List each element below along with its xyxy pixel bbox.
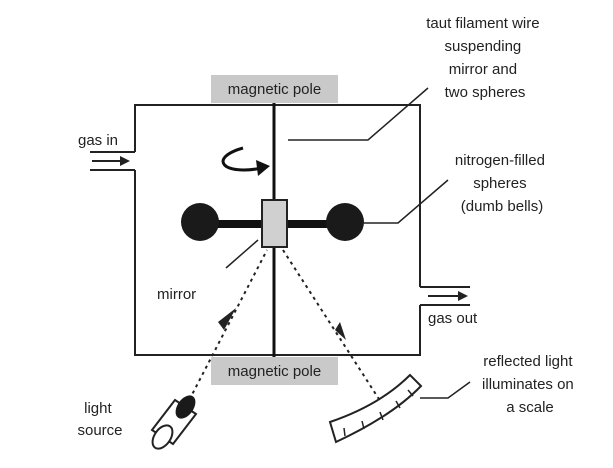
incident-light-arrowhead (218, 308, 236, 330)
magnetic-pole-top-label: magnetic pole (228, 81, 321, 98)
reflected-light-label: reflected light illuminates on a scale (482, 353, 578, 416)
sphere-right (326, 203, 364, 241)
reflected-light-arrowhead (335, 322, 346, 340)
magnetic-pole-bottom-label: magnetic pole (228, 363, 321, 380)
mirror (261, 199, 288, 248)
filament-label: taut filament wire suspending mirror and… (426, 15, 544, 101)
gas-in-label: gas in (78, 132, 118, 149)
reflected-light-path (282, 249, 387, 411)
magnetic-pole-top (211, 75, 338, 103)
spheres-leader-line (362, 179, 449, 224)
mirror-label: mirror (157, 286, 196, 303)
rotation-arrow (221, 146, 263, 172)
scale-leader-line (420, 381, 471, 399)
gas-inlet (90, 151, 135, 171)
rotation-arrowhead (256, 160, 270, 176)
sphere-left (181, 203, 219, 241)
filament-leader-line (288, 87, 429, 141)
magnetic-pole-bottom (211, 357, 338, 385)
mirror-leader-line (225, 239, 259, 269)
incident-light-path (182, 249, 268, 413)
spheres-label: nitrogen-filled spheres (dumb bells) (455, 152, 549, 215)
gas-out-label: gas out (428, 310, 478, 327)
gas-outlet (420, 286, 470, 306)
light-source-label: light source (77, 400, 122, 439)
curved-scale (328, 373, 423, 444)
chamber-outline (134, 104, 421, 356)
light-source (150, 395, 198, 450)
